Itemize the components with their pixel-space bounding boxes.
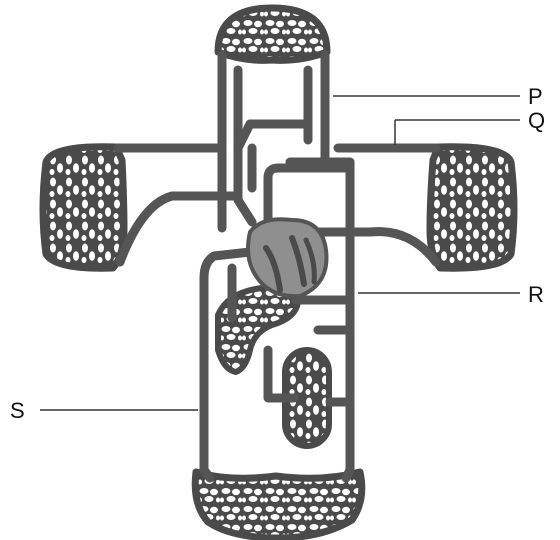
label-s: S: [10, 398, 25, 423]
label-q: Q: [528, 108, 545, 133]
left-lung-capillary-bed: [43, 147, 124, 268]
right-lung-capillary-bed: [430, 147, 514, 268]
label-p: P: [528, 84, 543, 109]
lower-body-capillary-bed: [195, 472, 362, 538]
lower-right-lung-vessel: [316, 232, 436, 262]
label-r: R: [528, 282, 544, 307]
bottom-left-connector: [204, 470, 210, 478]
bottom-right-connector: [346, 470, 350, 478]
upper-crossing-vessel: [238, 124, 308, 148]
head-capillary-bed: [218, 8, 327, 60]
heart: [248, 219, 326, 296]
